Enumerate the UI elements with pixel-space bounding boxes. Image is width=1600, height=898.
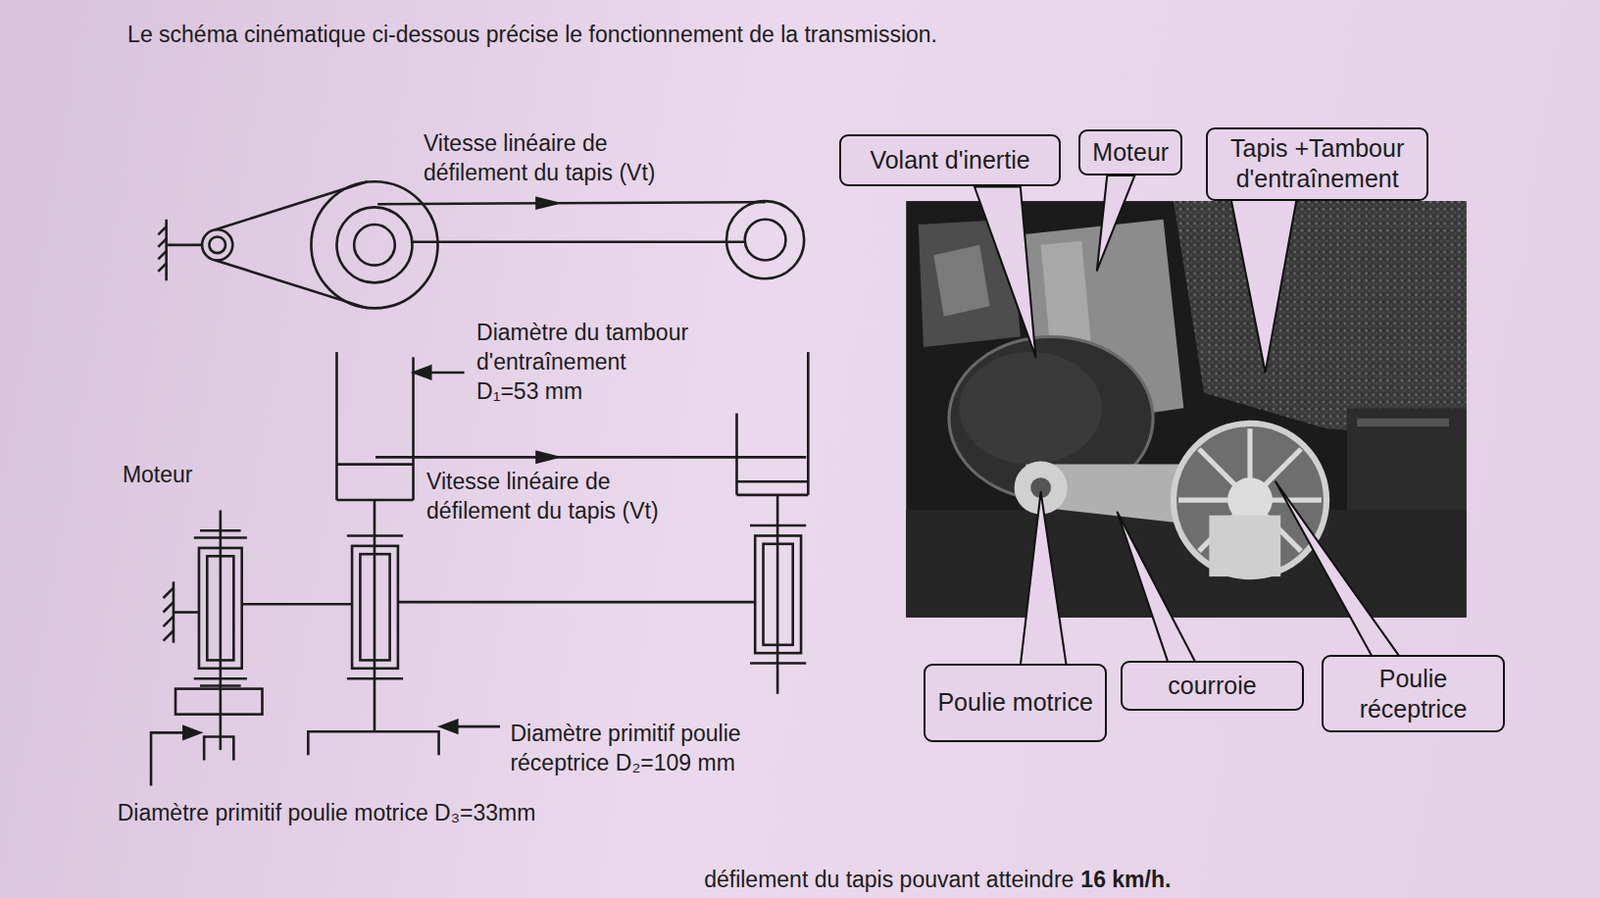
photo <box>1173 200 1467 440</box>
top-sketch <box>353 224 396 266</box>
lower-sketch <box>203 737 234 761</box>
callout-box: Poulie réceptrice <box>1321 654 1505 733</box>
lower-sketch <box>163 630 174 641</box>
callout-box: courroie <box>1120 660 1304 711</box>
photo <box>905 200 1466 618</box>
lower-sketch <box>750 661 806 665</box>
lower-sketch <box>336 462 413 466</box>
lower-sketch <box>736 494 808 498</box>
top-sketch <box>157 239 166 248</box>
callout-pointer <box>974 187 1036 358</box>
callout-pointer <box>1020 492 1067 666</box>
top-sketch <box>157 263 166 272</box>
top-sketch <box>310 181 438 308</box>
lower-sketch <box>806 351 810 496</box>
lower-sketch <box>194 536 248 540</box>
top-sketch <box>215 181 368 230</box>
photo <box>1356 418 1450 427</box>
photo <box>1173 423 1327 577</box>
top-sketch <box>215 259 368 308</box>
annotation-label: Moteur <box>122 460 194 491</box>
lower-sketch <box>414 366 432 379</box>
callout-text: Poulie motrice <box>937 687 1093 718</box>
annotation-label: 16 km/h. <box>1080 865 1171 896</box>
top-sketch <box>536 198 557 208</box>
annotation-label: Diamètre primitif poulie motrice D₃=33mm <box>117 799 537 829</box>
top-sketch <box>157 226 166 235</box>
lower-sketch <box>441 720 458 733</box>
callout-box: Moteur <box>1078 129 1183 176</box>
callout-box: Tapis +Tambour d'entraînement <box>1205 127 1429 201</box>
lower-sketch <box>206 555 234 660</box>
lower-sketch <box>307 731 439 755</box>
top-sketch <box>208 237 226 254</box>
top-sketch <box>166 244 202 248</box>
lower-sketch <box>347 534 403 538</box>
top-sketch <box>726 200 804 279</box>
photo <box>905 200 1466 618</box>
lower-sketch <box>375 455 806 459</box>
lower-sketch <box>183 726 200 739</box>
callout-text: Tapis +Tambour d'entraînement <box>1219 133 1415 196</box>
callout-pointer <box>1275 481 1400 657</box>
lower-sketch <box>754 535 801 653</box>
callout-pointer <box>1117 512 1197 664</box>
callout-pointer <box>974 175 1400 666</box>
callout-pointer <box>1229 192 1299 373</box>
callout-box: Volant d'inertie <box>839 134 1062 187</box>
lower-sketch <box>163 588 174 599</box>
top-sketch <box>201 229 233 260</box>
lower-sketch <box>175 689 262 715</box>
annotation-label: Diamètre du tambour d'entraînement D₁=53… <box>476 318 693 407</box>
lower-sketch <box>411 356 415 500</box>
top-sketch <box>411 240 745 244</box>
photo <box>958 351 1102 464</box>
lower-sketch <box>347 677 403 681</box>
lower-sketch <box>351 546 399 669</box>
lower-sketch <box>536 451 557 462</box>
lower-sketch <box>163 601 174 612</box>
callout-text: Volant d'inertie <box>869 145 1030 176</box>
lower-sketch <box>173 610 200 614</box>
annotation-label: défilement du tapis pouvant atteindre <box>703 865 1074 896</box>
lower-sketch <box>763 544 794 646</box>
lower-sketch <box>335 351 339 500</box>
photo <box>933 245 990 317</box>
top-sketch <box>745 219 787 261</box>
lower-sketch <box>750 524 806 528</box>
annotation-label: Vitesse linéaire de défilement du tapis … <box>426 467 701 527</box>
callout-box: Poulie motrice <box>923 663 1107 743</box>
annotation-label: Diamètre primitif poulie réceptrice D₂=1… <box>509 719 824 779</box>
top-sketch <box>377 201 766 204</box>
lower-sketch <box>163 616 174 627</box>
heading: Le schéma cinématique ci-dessous précise… <box>127 20 938 50</box>
annotation-label: Vitesse linéaire de défilement du tapis … <box>423 129 699 189</box>
lower-sketch <box>242 602 352 606</box>
lower-sketch <box>194 677 248 681</box>
top-sketch <box>336 206 412 283</box>
callout-text: Moteur <box>1092 137 1169 168</box>
lower-sketch <box>736 480 808 484</box>
lower-sketch <box>398 600 755 604</box>
callout-text: courroie <box>1167 670 1256 701</box>
callout-text: Poulie réceptrice <box>1335 663 1492 726</box>
lower-sketch <box>200 529 242 533</box>
lower-sketch <box>199 548 243 669</box>
lower-sketch <box>359 553 390 660</box>
photo <box>1208 515 1281 577</box>
top-sketch <box>157 181 804 308</box>
callout-pointer <box>1097 175 1136 271</box>
lower-sketch <box>200 684 242 688</box>
lower-sketch <box>150 732 193 786</box>
top-sketch <box>157 250 166 259</box>
